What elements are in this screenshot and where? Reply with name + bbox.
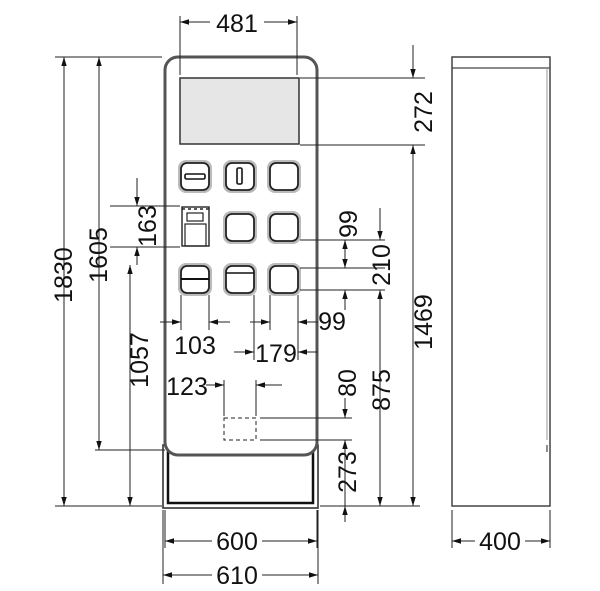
dim-272: 272 xyxy=(410,91,438,133)
side-view xyxy=(451,56,551,507)
dim-610: 610 xyxy=(216,562,258,590)
front-view xyxy=(162,55,319,509)
dim-103: 103 xyxy=(174,332,216,360)
dim-80: 80 xyxy=(334,369,362,397)
dim-1605: 1605 xyxy=(85,227,113,283)
dim-210: 210 xyxy=(368,244,396,286)
dim-481: 481 xyxy=(216,10,258,38)
slot-outline xyxy=(223,417,257,441)
dim-1057: 1057 xyxy=(126,332,154,388)
card-reader xyxy=(181,206,210,247)
dim-123: 123 xyxy=(166,373,208,401)
dim-400: 400 xyxy=(479,528,521,556)
dim-273: 273 xyxy=(334,451,362,493)
dimension-lines xyxy=(55,16,551,584)
dim-1469: 1469 xyxy=(410,294,438,350)
button-blank-4 xyxy=(267,263,301,296)
button-blank-1 xyxy=(267,160,301,193)
dim-875: 875 xyxy=(368,369,396,411)
dimension-labels: 481 272 1830 1605 163 99 210 1469 103 99… xyxy=(50,10,521,590)
dim-99-upper: 99 xyxy=(335,210,363,238)
dim-179: 179 xyxy=(255,340,297,368)
display-screen xyxy=(179,77,300,145)
button-card-slot xyxy=(178,160,212,193)
button-blank-2 xyxy=(223,211,257,244)
dim-1830: 1830 xyxy=(50,247,78,303)
dim-163: 163 xyxy=(134,205,162,247)
button-blank-3 xyxy=(267,211,301,244)
panel-body xyxy=(163,55,319,457)
button-coin-slot xyxy=(223,160,257,193)
button-split-2 xyxy=(223,263,257,296)
button-split-1 xyxy=(178,263,212,296)
dim-99-lower: 99 xyxy=(318,308,346,336)
dim-600: 600 xyxy=(216,528,258,556)
